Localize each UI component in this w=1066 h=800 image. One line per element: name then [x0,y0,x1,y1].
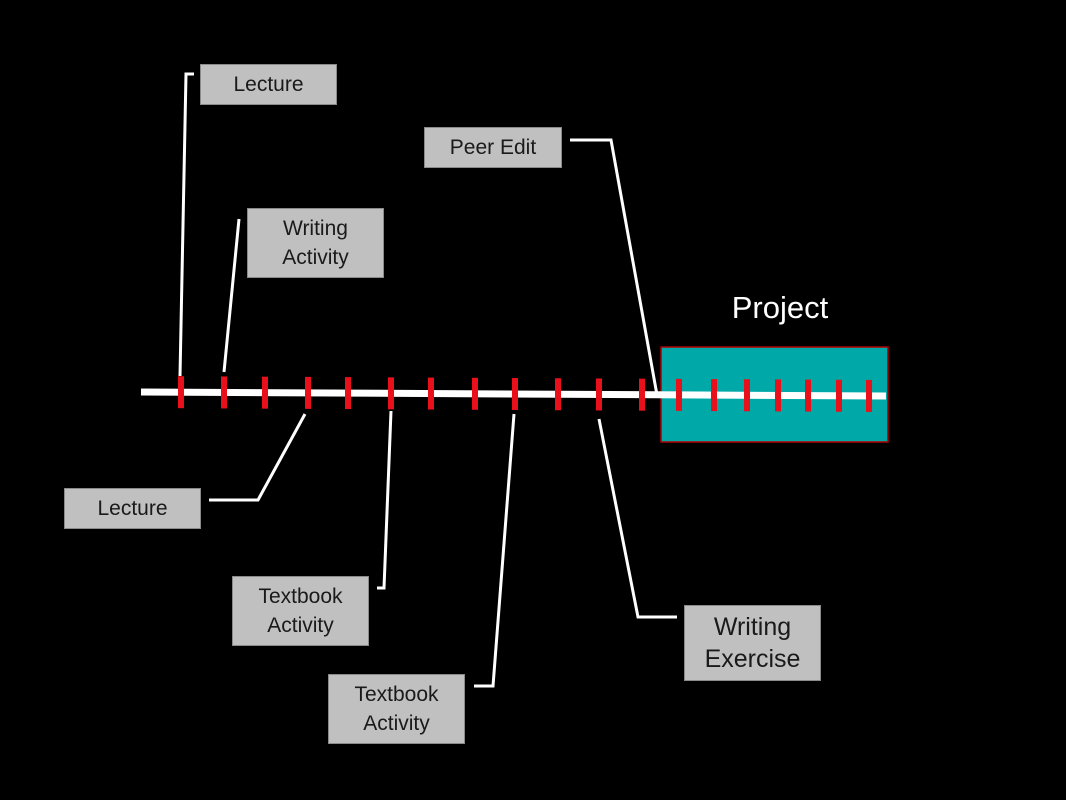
connector-writing-exercise [597,418,677,619]
label-peer-edit: Peer Edit [424,127,562,168]
label-lecture-bottom: Lecture [64,488,201,529]
timeline-tick [711,379,717,412]
timeline-tick [345,377,351,410]
label-writing-activity: Writing Activity [247,208,384,278]
timeline-tick [221,376,227,409]
timeline-tick [262,376,268,409]
connector-lecture-top [178,72,194,377]
connectors [178,72,677,688]
label-textbook-activity-2: Textbook Activity [328,674,465,744]
connector-writing-activity [222,218,241,373]
timeline-tick [388,377,394,410]
timeline-tick [428,377,434,410]
timeline-tick [866,379,872,412]
connector-textbook-activity-1 [377,410,393,590]
project-title: Project [731,290,829,325]
timeline-tick [744,379,750,412]
timeline-tick [472,377,478,410]
timeline-tick [555,378,561,411]
timeline-tick [512,378,518,411]
timeline-tick [596,378,602,411]
connector-peer-edit [570,138,659,396]
timeline-tick [639,378,645,411]
timeline-ticks [178,376,872,412]
connector-lecture-bottom [209,413,307,502]
timeline-tick [305,376,311,409]
timeline-tick [805,379,811,412]
label-lecture-top: Lecture [200,64,337,105]
timeline-tick [676,378,682,411]
timeline-tick [178,376,184,409]
timeline-tick [775,379,781,412]
connector-textbook-activity-2 [474,413,516,688]
timeline-tick [836,379,842,412]
label-writing-exercise: Writing Exercise [684,605,821,681]
label-textbook-activity-1: Textbook Activity [232,576,369,646]
